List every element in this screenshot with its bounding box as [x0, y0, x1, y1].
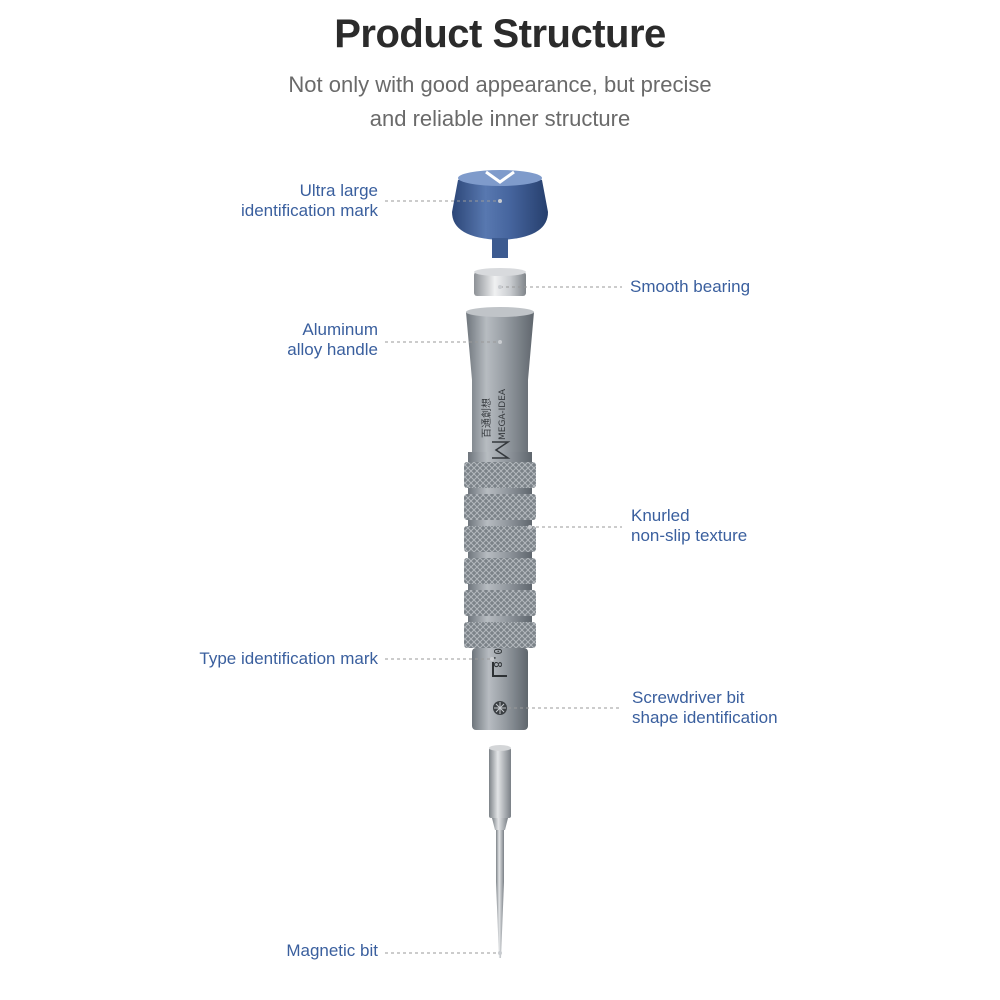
knurl-bands	[464, 462, 536, 648]
bearing	[474, 268, 526, 296]
label-bit-shape-line1: Screwdriver bit	[632, 688, 745, 707]
label-bit-shape: Screwdriver bit shape identification	[632, 688, 778, 728]
cap	[452, 170, 548, 258]
label-knurled: Knurled non-slip texture	[631, 506, 747, 546]
type-mark-icon	[492, 662, 507, 677]
leader-dots	[490, 199, 532, 955]
label-handle: Aluminum alloy handle	[287, 320, 378, 360]
label-magnetic-bit-line1: Magnetic bit	[286, 941, 378, 960]
label-identification-mark-line1: Ultra large	[299, 181, 378, 200]
magnetic-bit	[489, 745, 511, 958]
leader-lines	[385, 200, 622, 954]
label-handle-line2: alloy handle	[287, 340, 378, 359]
label-identification-mark-line2: identification mark	[240, 201, 378, 220]
brand-en-text: MEGA-IDEA	[498, 388, 508, 440]
label-bit-shape-line2: shape identification	[632, 708, 778, 727]
label-handle-line1: Aluminum	[302, 320, 378, 339]
brand-logo-icon	[492, 441, 511, 459]
label-identification-mark: Ultra large identification mark	[241, 181, 378, 221]
subtitle-line-1: Not only with good appearance, but preci…	[288, 72, 712, 97]
star-bit-icon	[493, 701, 507, 715]
subtitle-line-2: and reliable inner structure	[369, 106, 631, 131]
label-bearing: Smooth bearing	[630, 277, 750, 297]
size-mark-text: 0.8	[491, 648, 504, 668]
page-title: Product Structure	[334, 12, 666, 56]
label-magnetic-bit: Magnetic bit	[286, 941, 378, 961]
label-knurled-line2: non-slip texture	[631, 526, 748, 545]
label-type-mark-line1: Type identification mark	[199, 649, 378, 668]
label-type-mark: Type identification mark	[199, 649, 378, 669]
label-bearing-line1: Smooth bearing	[630, 277, 751, 296]
brand-cn-text: 百通創想	[480, 398, 493, 438]
label-knurled-line1: Knurled	[631, 506, 690, 525]
